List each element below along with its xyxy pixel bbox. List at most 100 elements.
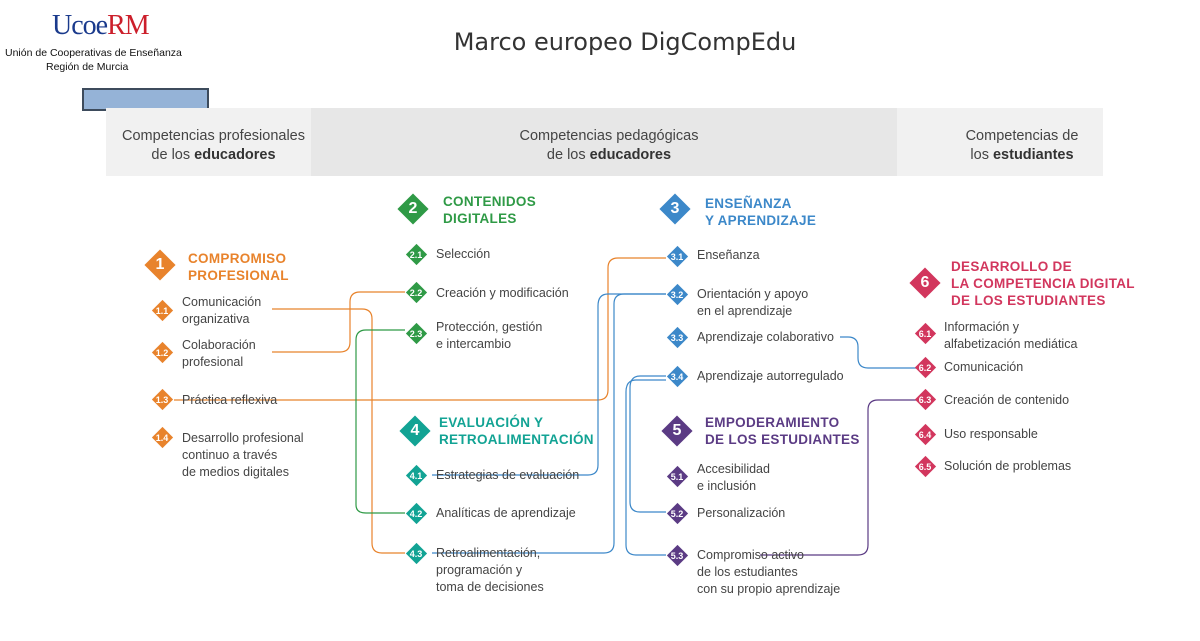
ucoerm-logo: UcoeRM Unión de Cooperativas de Enseñanz…	[0, 8, 200, 78]
band-professional-line2: de los educadores	[106, 146, 321, 165]
item-1-2-number: 1.2	[155, 348, 169, 358]
item-4-2-label: Analíticas de aprendizaje	[436, 505, 576, 522]
item-2-2-line1: Creación y modificación	[436, 286, 569, 300]
logo-mark: UcoeRM	[52, 10, 150, 42]
item-2-3-label: Protección, gestión e intercambio	[436, 319, 542, 353]
item-1-4-label: Desarrollo profesional continuo a través…	[182, 430, 304, 481]
connector-1-1-to-4-3	[272, 308, 405, 554]
band-professional-bold: educadores	[194, 147, 276, 163]
area-6-heading-line1: DESARROLLO DE	[951, 259, 1072, 274]
item-2-3-number: 2.3	[409, 329, 423, 339]
item-5-1-label: Accesibilidad e inclusión	[697, 461, 770, 495]
band-pedagogical-line1: Competencias pedagógicas	[519, 128, 699, 144]
item-1-4-line2: continuo a través	[182, 448, 278, 462]
item-3-1-label: Enseñanza	[697, 247, 760, 264]
area-3-heading-line1: ENSEÑANZA	[705, 196, 792, 211]
logo-org-name: Unión de Cooperativas de Enseñanza	[5, 47, 182, 59]
item-6-1-label: Información y alfabetización mediática	[944, 319, 1077, 353]
item-5-1-number: 5.1	[670, 472, 684, 482]
item-3-2-label: Orientación y apoyo en el aprendizaje	[697, 286, 808, 320]
item-2-1-line1: Selección	[436, 247, 491, 261]
item-5-3-number: 5.3	[670, 551, 684, 561]
area-4-heading-line1: EVALUACIÓN Y	[439, 415, 544, 430]
area-3-heading-line2: Y APRENDIZAJE	[705, 213, 817, 228]
area-6-heading-line2: LA COMPETENCIA DIGITAL	[951, 276, 1135, 291]
band-professional-text: Competencias profesionales de los educad…	[106, 127, 321, 165]
item-2-1-label: Selección	[436, 246, 490, 263]
item-2-3-line1: Protección, gestión	[436, 320, 543, 334]
connector-2-3-to-4-2	[355, 329, 405, 514]
area-5-number: 5	[672, 422, 682, 439]
item-3-3-line1: Aprendizaje colaborativo	[697, 330, 834, 344]
area-5-heading: EMPODERAMIENTO DE LOS ESTUDIANTES	[705, 414, 860, 448]
item-4-1-number: 4.1	[409, 471, 423, 481]
item-5-3-label: Compromiso activo de los estudiantes con…	[697, 547, 840, 598]
area-1-heading-line2: PROFESIONAL	[188, 268, 289, 283]
item-1-3-line1: Práctica reflexiva	[182, 393, 278, 407]
band-pedagogical	[311, 108, 897, 176]
item-6-5-number: 6.5	[918, 462, 932, 472]
item-2-3-line2: e intercambio	[436, 337, 512, 351]
area-5-heading-line2: DE LOS ESTUDIANTES	[705, 432, 860, 447]
item-3-4-label: Aprendizaje autorregulado	[697, 368, 844, 385]
item-6-5-label: Solución de problemas	[944, 458, 1071, 475]
item-3-1-number: 3.1	[670, 252, 684, 262]
area-3-number: 3	[670, 200, 680, 217]
item-1-1-label: Comunicación organizativa	[182, 294, 261, 328]
area-5-heading-line1: EMPODERAMIENTO	[705, 415, 840, 430]
band-learners-text: Competencias de los estudiantes	[917, 127, 1127, 165]
item-6-4-label: Uso responsable	[944, 426, 1038, 443]
band-pedagogical-text: Competencias pedagógicas de los educador…	[311, 127, 907, 165]
band-pedagogical-line2: de los educadores	[311, 146, 907, 165]
item-5-3-line3: con su propio aprendizaje	[697, 582, 841, 596]
item-4-1-line1: Estrategias de evaluación	[436, 468, 580, 482]
item-6-4-line1: Uso responsable	[944, 427, 1038, 441]
item-1-4-line3: de medios digitales	[182, 465, 290, 479]
area-1-heading: COMPROMISO PROFESIONAL	[188, 250, 289, 284]
band-learners-line1: Competencias de	[965, 128, 1079, 144]
connector-4-1-to-3-2	[432, 293, 666, 476]
logo-region: Región de Murcia	[46, 61, 129, 73]
band-pedagogical-prefix: de los	[546, 147, 590, 163]
logo-mark-ucoe: Ucoe	[52, 10, 108, 41]
connector-5-2-to-3-4	[629, 375, 666, 513]
item-6-1-line1: Información y	[944, 320, 1020, 334]
item-3-2-line1: Orientación y apoyo	[697, 287, 809, 301]
item-6-2-line1: Comunicación	[944, 360, 1024, 374]
band-learners-line2: los estudiantes	[917, 146, 1127, 165]
item-1-1-number: 1.1	[155, 306, 169, 316]
item-2-2-label: Creación y modificación	[436, 285, 569, 302]
area-4-heading-line2: RETROALIMENTACIÓN	[439, 432, 594, 447]
item-1-2-line2: profesional	[182, 355, 244, 369]
item-5-3-line2: de los estudiantes	[697, 565, 798, 579]
item-6-3-line1: Creación de contenido	[944, 393, 1070, 407]
logo-mark-rm: RM	[107, 10, 150, 41]
connector-3-3-to-6-2	[840, 336, 924, 369]
item-1-1-line1: Comunicación	[182, 295, 262, 309]
item-3-2-number: 3.2	[670, 290, 684, 300]
item-1-3-label: Práctica reflexiva	[182, 392, 277, 409]
area-2-heading-line2: DIGITALES	[443, 211, 517, 226]
item-6-3-label: Creación de contenido	[944, 392, 1069, 409]
item-5-1-line1: Accesibilidad	[697, 462, 770, 476]
connector-5-3-to-3-4	[625, 379, 666, 556]
item-2-2-number: 2.2	[409, 288, 423, 298]
area-4-heading: EVALUACIÓN Y RETROALIMENTACIÓN	[439, 414, 594, 448]
area-6-number: 6	[920, 274, 930, 291]
item-1-4-number: 1.4	[155, 433, 169, 443]
item-4-3-number: 4.3	[409, 549, 423, 559]
item-5-2-label: Personalización	[697, 505, 785, 522]
item-3-3-number: 3.3	[670, 333, 684, 343]
area-2-heading: CONTENIDOS DIGITALES	[443, 193, 536, 227]
item-4-1-label: Estrategias de evaluación	[436, 467, 579, 484]
item-6-2-number: 6.2	[918, 363, 932, 373]
band-pedagogical-bold: educadores	[589, 147, 672, 163]
item-1-1-line2: organizativa	[182, 312, 250, 326]
item-3-4-line1: Aprendizaje autorregulado	[697, 369, 844, 383]
band-professional	[106, 108, 311, 176]
area-6-heading: DESARROLLO DE LA COMPETENCIA DIGITAL DE …	[951, 258, 1135, 309]
item-5-3-line1: Compromiso activo	[697, 548, 804, 562]
band-learners	[897, 108, 1103, 176]
area-2-heading-line1: CONTENIDOS	[443, 194, 537, 209]
item-4-3-line2: programación y	[436, 563, 523, 577]
